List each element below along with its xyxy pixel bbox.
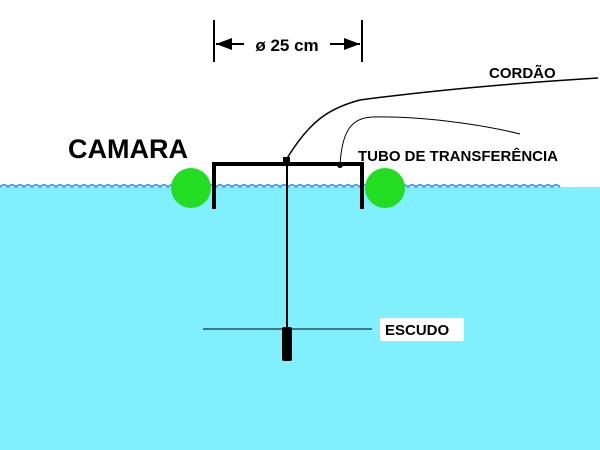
shield-weight [282, 327, 292, 361]
frame-right-leg [360, 162, 364, 209]
transfer-tube-label: TUBO DE TRANSFERÊNCIA [358, 147, 558, 165]
connector-knot [283, 157, 290, 165]
water-surface [0, 184, 561, 189]
cord-label: CORDÃO [489, 64, 556, 82]
frame-left-leg [212, 162, 216, 209]
diameter-label: ø 25 cm [255, 36, 318, 55]
float-right [365, 168, 405, 208]
tube-connector [337, 162, 343, 168]
water [0, 187, 600, 450]
camera-label: CAMARA [68, 134, 188, 164]
shield-label: ESCUDO [385, 322, 450, 339]
arrow-right-icon [344, 38, 360, 50]
float-left [171, 168, 211, 208]
arrow-left-icon [216, 38, 232, 50]
shield-label-box [380, 318, 464, 341]
transfer-tube [339, 116, 521, 166]
cord [285, 77, 599, 161]
